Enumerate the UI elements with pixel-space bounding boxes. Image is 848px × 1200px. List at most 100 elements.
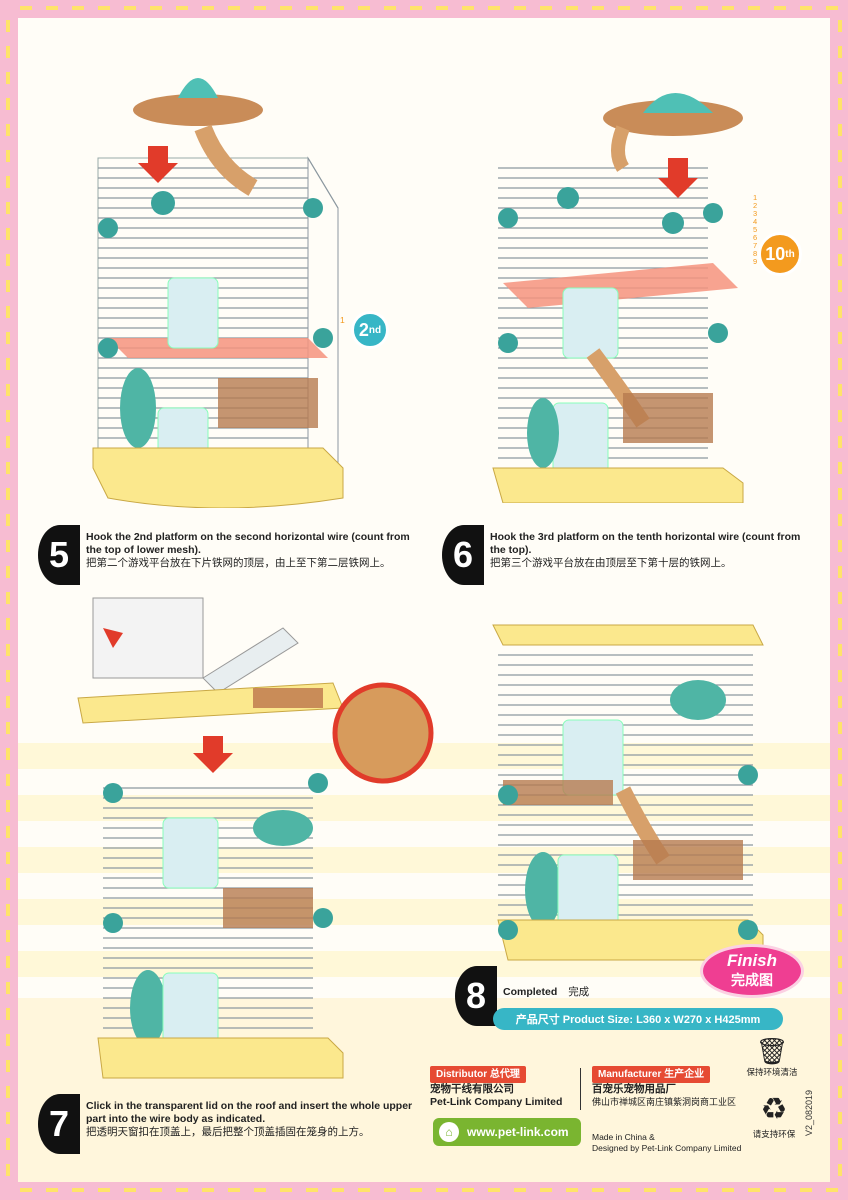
- border-dash: [838, 1060, 842, 1072]
- step-text-en: Hook the 2nd platform on the second hori…: [86, 531, 410, 556]
- website-link[interactable]: ⌂ www.pet-link.com: [433, 1118, 581, 1146]
- step-text-cn: 把透明天窗扣在顶盖上，最后把整个顶盖插固在笼身的上方。: [86, 1126, 370, 1138]
- border-dash: [6, 20, 10, 32]
- designed-by: Designed by Pet-Link Company Limited: [592, 1143, 742, 1153]
- border-dash: [6, 436, 10, 448]
- border-dash: [332, 6, 344, 10]
- border-dash: [774, 1188, 786, 1192]
- border-dash: [774, 6, 786, 10]
- border-dash: [540, 6, 552, 10]
- wire-label: 5: [753, 225, 758, 234]
- border-dash: [20, 1188, 32, 1192]
- border-dash: [6, 306, 10, 318]
- border-dash: [670, 6, 682, 10]
- border-dash: [6, 462, 10, 474]
- step-6: 6 Hook the 3rd platform on the tenth hor…: [442, 525, 812, 585]
- border-dash: [618, 6, 630, 10]
- distributor-name-en: Pet-Link Company Limited: [430, 1096, 563, 1108]
- border-dash: [332, 1188, 344, 1192]
- border-dash: [644, 6, 656, 10]
- keep-clean-label: 保持环境清洁: [746, 1067, 798, 1077]
- border-dash: [462, 1188, 474, 1192]
- border-dash: [6, 1164, 10, 1176]
- border-dash: [410, 6, 422, 10]
- wire-label: 9: [753, 257, 758, 266]
- border-dash: [514, 1188, 526, 1192]
- border-dash: [6, 982, 10, 994]
- border-dash: [838, 644, 842, 656]
- border-dash: [6, 124, 10, 136]
- border-dash: [748, 6, 760, 10]
- border-dash: [6, 384, 10, 396]
- border-dash: [6, 826, 10, 838]
- border-dash: [838, 280, 842, 292]
- border-dash: [6, 176, 10, 188]
- border-dash: [838, 748, 842, 760]
- finish-label-cn: 完成图: [731, 972, 773, 988]
- step-text: Completed 完成: [503, 966, 589, 999]
- border-dash: [838, 202, 842, 214]
- border-dash: [488, 1188, 500, 1192]
- border-dash: [6, 72, 10, 84]
- wire-label: 8: [753, 249, 758, 258]
- wire-label: 3: [753, 209, 758, 218]
- wire-label-1: 1: [340, 315, 345, 325]
- border-dash: [228, 6, 240, 10]
- border-dash: [150, 6, 162, 10]
- border-dash: [6, 774, 10, 786]
- made-in-text: Made in China & Designed by Pet-Link Com…: [592, 1132, 741, 1154]
- border-dash: [838, 332, 842, 344]
- border-dash: [838, 826, 842, 838]
- made-in-china: Made in China &: [592, 1132, 655, 1142]
- border-dash: [838, 540, 842, 552]
- border-dash: [384, 6, 396, 10]
- border-dash: [838, 1086, 842, 1098]
- border-dash: [6, 1060, 10, 1072]
- wire-label: 7: [753, 241, 758, 250]
- border-dash: [6, 202, 10, 214]
- border-dash: [696, 6, 708, 10]
- border-dash: [722, 1188, 734, 1192]
- border-dash: [838, 358, 842, 370]
- border-dash: [6, 670, 10, 682]
- recycle-icon: ♻: [760, 1093, 788, 1126]
- finish-badge: Finish 完成图: [700, 944, 804, 998]
- border-dash: [838, 150, 842, 162]
- step8-completed-cage-illustration: [492, 624, 764, 961]
- distributor-block: Distributor 总代理 宠物干线有限公司 Pet-Link Compan…: [430, 1066, 562, 1109]
- border-dash: [6, 540, 10, 552]
- product-size-bar: 产品尺寸 Product Size: L360 x W270 x H425mm: [493, 1008, 783, 1030]
- border-dash: [6, 280, 10, 292]
- trash-bin-icon: 🗑: [755, 1036, 789, 1066]
- border-dash: [98, 6, 110, 10]
- border-dash: [838, 592, 842, 604]
- border-dash: [748, 1188, 760, 1192]
- border-dash: [838, 98, 842, 110]
- border-dash: [6, 956, 10, 968]
- border-dash: [410, 1188, 422, 1192]
- recycle-label: 请支持环保: [752, 1129, 796, 1139]
- step-text: Hook the 2nd platform on the second hori…: [86, 525, 418, 570]
- border-dash: [618, 1188, 630, 1192]
- border-dash: [838, 124, 842, 136]
- border-dash: [566, 1188, 578, 1192]
- border-dash: [838, 566, 842, 578]
- border-dash: [6, 228, 10, 240]
- border-dash: [6, 98, 10, 110]
- border-dash: [6, 566, 10, 578]
- border-dash: [838, 982, 842, 994]
- border-dash: [838, 20, 842, 32]
- border-dash: [436, 6, 448, 10]
- border-dash: [254, 6, 266, 10]
- home-icon: ⌂: [439, 1122, 459, 1142]
- border-dash: [838, 878, 842, 890]
- wire-label: 4: [753, 217, 758, 226]
- border-dash: [838, 1008, 842, 1020]
- border-dash: [6, 332, 10, 344]
- border-dash: [6, 722, 10, 734]
- manufacturer-name-cn: 百宠乐宠物用品厂: [592, 1083, 676, 1095]
- border-dash: [838, 384, 842, 396]
- border-dash: [6, 696, 10, 708]
